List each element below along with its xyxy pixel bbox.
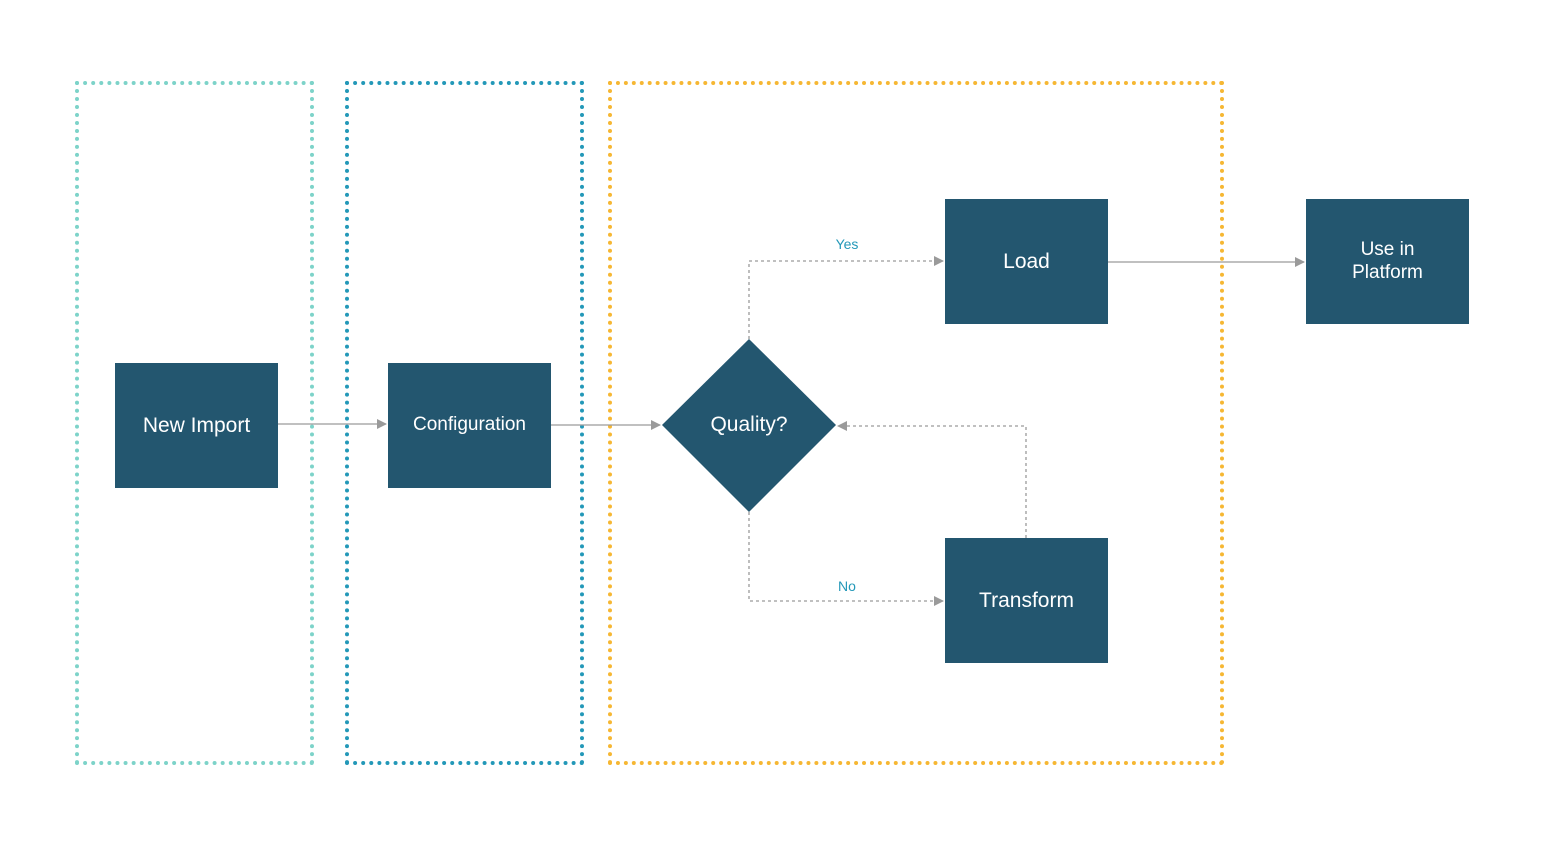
edge-quality-to-transform: [748, 512, 944, 606]
transform-label: Transform: [979, 588, 1074, 612]
import-zone: [75, 81, 314, 765]
quality-label: Quality?: [710, 413, 788, 436]
configuration-zone: [345, 81, 584, 765]
use-in-platform-node: Use in Platform: [1306, 199, 1469, 324]
edge-quality-to-load: [748, 256, 944, 339]
use-in-platform-label: Use in Platform: [1352, 238, 1423, 283]
configuration-label: Configuration: [412, 414, 527, 436]
no-edge-label: No: [838, 578, 856, 594]
new-import-label: New Import: [142, 413, 251, 437]
transform-node: Transform: [945, 538, 1108, 663]
load-label: Load: [1003, 249, 1050, 273]
edge-transform-to-quality: [837, 421, 1027, 538]
quality-decision-diamond: [662, 339, 836, 512]
quality-zone: [608, 81, 1224, 765]
yes-edge-label: Yes: [835, 236, 859, 252]
load-node: Load: [945, 199, 1108, 324]
configuration-node: Configuration: [388, 363, 551, 488]
new-import-node: New Import: [115, 363, 278, 488]
